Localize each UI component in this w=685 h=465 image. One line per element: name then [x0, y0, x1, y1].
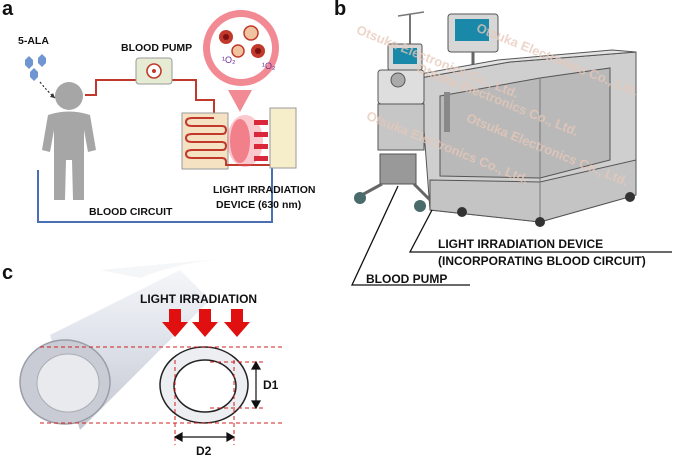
led-array: [254, 120, 268, 161]
patient-figure: [42, 82, 96, 200]
panel-c-label: c: [2, 262, 14, 284]
pump-leader-line: [350, 185, 470, 286]
ala-molecule-icon: [25, 54, 46, 81]
singlet-oxygen-label-1: ¹O₂: [222, 55, 236, 65]
device-label-line1: LIGHT IRRADIATION: [213, 184, 316, 196]
blood-pump-icon: [135, 57, 173, 85]
blood-pump-label-a: BLOOD PUMP: [121, 42, 193, 54]
device-label-b-line1: LIGHT IRRADIATION DEVICE: [438, 237, 604, 251]
d1-dimension-arrow: [250, 360, 262, 410]
arterial-line: [85, 79, 215, 118]
d1-label: D1: [263, 378, 279, 392]
d2-dimension-arrow: [173, 431, 236, 443]
venous-line: [37, 165, 273, 223]
tube-cross-section: [159, 346, 249, 424]
device-label-b-line2: (INCORPORATING BLOOD CIRCUIT): [438, 254, 646, 268]
panel-b-label: b: [334, 0, 347, 20]
d2-label: D2: [196, 444, 212, 458]
irradiation-arrows: [162, 309, 250, 337]
blood-pump-label-b: BLOOD PUMP: [366, 272, 448, 286]
device-label-line2: DEVICE (630 nm): [216, 199, 302, 211]
irradiation-chamber: [181, 107, 297, 170]
singlet-oxygen-label-2: ¹O₂: [262, 61, 276, 71]
panel-a-label: a: [2, 0, 14, 20]
light-irradiation-label: LIGHT IRRADIATION: [140, 292, 258, 306]
drug-label: 5-ALA: [18, 35, 49, 47]
blood-circuit-label: BLOOD CIRCUIT: [89, 206, 173, 218]
magnified-cell-view: [203, 10, 279, 112]
device-leader-line: [408, 209, 672, 253]
dimension-guides: [40, 346, 285, 445]
